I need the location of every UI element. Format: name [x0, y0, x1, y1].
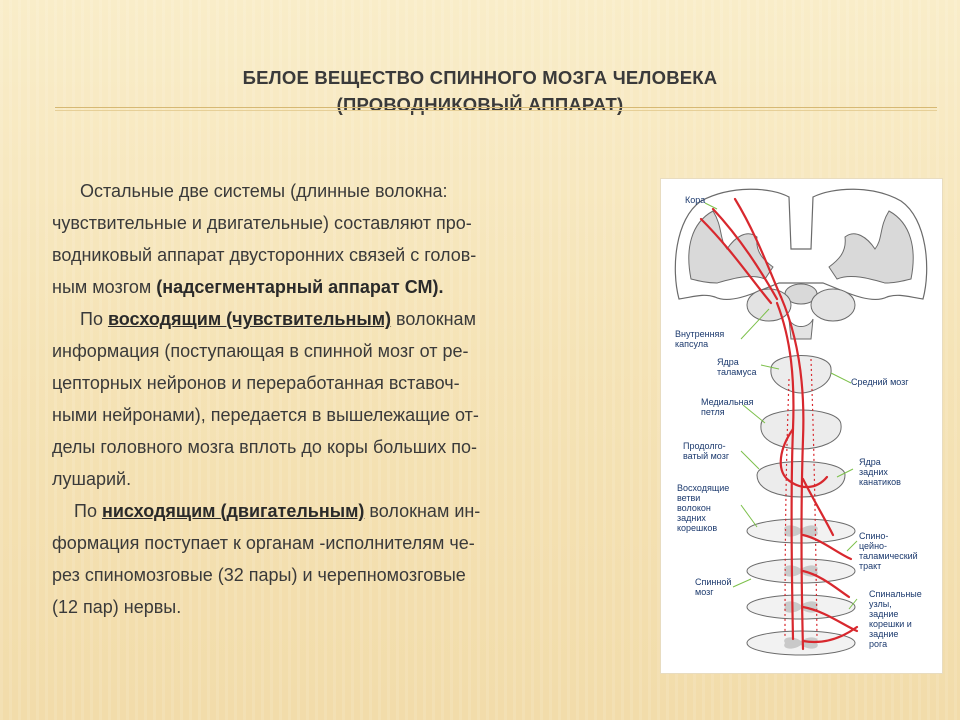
title-line-2: (ПРОВОДНИКОВЫЙ АППАРАТ) — [336, 94, 624, 115]
label-medial-lemniscus: Медиальная петля — [701, 397, 754, 417]
paragraph-3-line-2: формация поступает к органам -исполнител… — [52, 533, 475, 553]
paragraph-1-line-4: ным мозгом (надсегментарный аппарат СМ). — [52, 271, 572, 303]
paragraph-3-line-3: рез спиномозговые (32 пары) и черепномоз… — [52, 565, 466, 585]
label-dorsal-column-nuclei: Ядра задних канатиков — [859, 457, 901, 487]
paragraph-1-line-2: чувствительные и двигательные) составляю… — [52, 213, 472, 233]
paragraph-1-line-1: Остальные две системы (длинные волокна: — [80, 181, 448, 201]
ascending-term: восходящим (чувствительным) — [107, 309, 392, 329]
paragraph-2-line-3: цепторных нейронов и переработанная вста… — [52, 373, 460, 393]
paragraph-2-line-6: лушарий. — [52, 469, 132, 489]
sensory-pathway-lines — [699, 197, 859, 651]
label-spinal-ganglia: Спинальные узлы, задние корешки и задние… — [869, 589, 922, 649]
pathway-diagram: Кора Внутренняя капсула Ядра таламуса Ср… — [660, 178, 943, 674]
label-midbrain: Средний мозг — [851, 377, 909, 387]
paragraph-2-line-4: ными нейронами), передается в вышележащи… — [52, 405, 479, 425]
paragraph-2-line-1-rest: волокнам — [391, 309, 476, 329]
slide-title: БЕЛОЕ ВЕЩЕСТВО СПИННОГО МОЗГА ЧЕЛОВЕКА (… — [150, 64, 810, 118]
label-medulla: Продолго- ватый мозг — [683, 441, 730, 461]
paragraph-3-line-1-rest: волокнам ин- — [364, 501, 481, 521]
label-kora: Кора — [685, 195, 706, 205]
paragraph-3-prefix: По — [74, 501, 102, 521]
title-divider-secondary — [55, 110, 937, 111]
label-pointers — [704, 202, 858, 610]
descending-term: нисходящим (двигательным) — [101, 501, 365, 521]
paragraph-2-line-2: информация (поступающая в спинной мозг о… — [52, 341, 469, 361]
label-internal-capsule: Внутренняя капсула — [675, 329, 725, 349]
body-text: Остальные две системы (длинные волокна: … — [52, 175, 572, 623]
paragraph-1-line-4-text: ным мозгом — [52, 277, 157, 297]
pathway-diagram-svg — [674, 188, 928, 656]
paragraph-2-prefix: По — [80, 309, 108, 329]
paragraph-3-line-1: По нисходящим (двигательным) волокнам ин… — [52, 495, 572, 527]
dashed-ascending-fibres — [784, 358, 818, 640]
paragraph-1-line-3: водниковый аппарат двусторонних связей с… — [52, 245, 477, 265]
label-thalamic-nuclei: Ядра таламуса — [717, 357, 757, 377]
title-line-1: БЕЛОЕ ВЕЩЕСТВО СПИННОГО МОЗГА ЧЕЛОВЕКА — [242, 67, 718, 88]
title-divider — [55, 107, 937, 108]
suprasegmental-term: (надсегментарный аппарат СМ). — [156, 277, 444, 297]
label-ascending-branches: Восходящие ветви волокон задних корешков — [677, 483, 730, 533]
paragraph-3-line-4: (12 пар) нервы. — [52, 597, 182, 617]
paragraph-2-line-5: делы головного мозга вплоть до коры боль… — [52, 437, 478, 457]
label-spinal-cord: Спинной мозг — [695, 577, 732, 597]
paragraph-2-line-1: По восходящим (чувствительным) волокнам — [52, 303, 572, 335]
label-spinothalamic-tract: Спино- цейно- таламический тракт — [859, 531, 918, 571]
